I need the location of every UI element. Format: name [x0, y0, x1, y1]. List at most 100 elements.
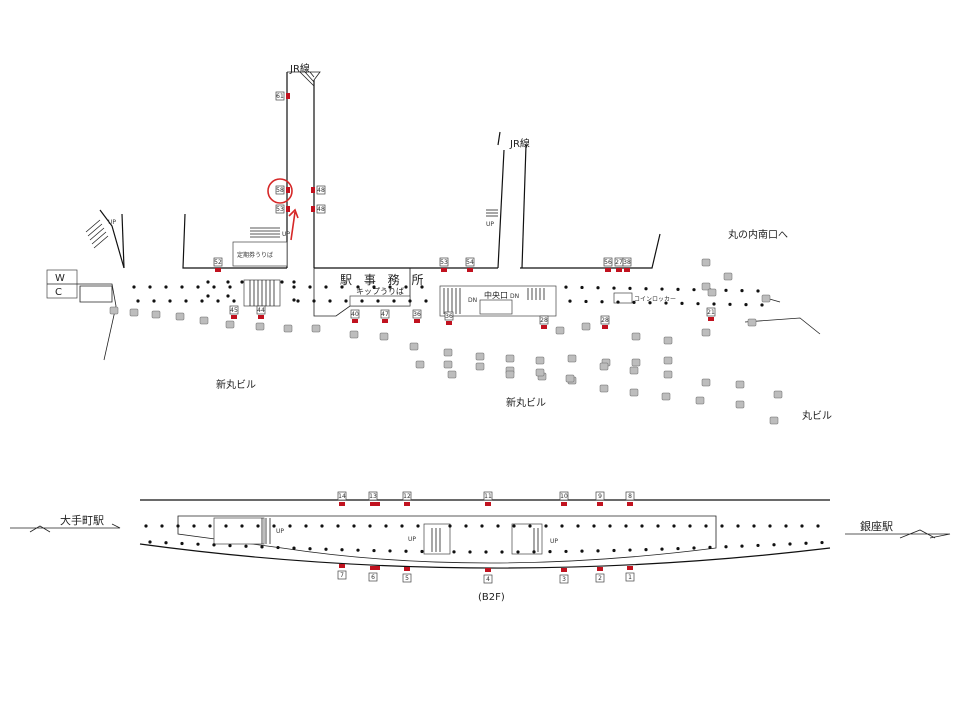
- exit-number: 52: [214, 259, 222, 266]
- jr-line-label-2: JR線: [509, 137, 530, 150]
- pillar: [376, 299, 380, 303]
- exit-block: [339, 502, 345, 506]
- pillar: [336, 524, 340, 528]
- pillar: [608, 524, 612, 528]
- pillar: [712, 302, 716, 306]
- pillar: [592, 524, 596, 528]
- exit-number-box: [595, 491, 605, 501]
- pillar: [804, 541, 808, 545]
- pillar: [168, 299, 172, 303]
- exit-number: 27: [615, 259, 623, 266]
- ticket-counter-label-1: 定期券うりば: [237, 251, 273, 259]
- pillar: [404, 285, 408, 289]
- exit-block: [311, 206, 315, 212]
- dn-label-2: DN: [510, 293, 519, 300]
- exit-block: [708, 317, 714, 321]
- pillar: [308, 285, 312, 289]
- pillar: [388, 549, 392, 553]
- pillar: [544, 524, 548, 528]
- pillar: [568, 299, 572, 303]
- pillar: [360, 299, 364, 303]
- pillar: [680, 301, 684, 305]
- pillar: [736, 524, 740, 528]
- exit-marker: 13: [368, 491, 380, 506]
- pillar: [260, 545, 264, 549]
- upper-walls: [46, 71, 821, 361]
- pillar: [292, 285, 296, 289]
- building-entrance: [707, 288, 717, 297]
- pillar: [660, 287, 664, 291]
- exit-block: [485, 502, 491, 506]
- exit-number-box: [368, 572, 378, 582]
- building-entrance: [475, 352, 485, 361]
- pillar: [660, 547, 664, 551]
- exit-block: [597, 567, 603, 571]
- pillar: [308, 547, 312, 551]
- exit-marker: 48: [311, 185, 326, 195]
- building-entrance: [629, 366, 639, 375]
- exit-marker: 45: [229, 305, 239, 319]
- pillar: [820, 540, 824, 545]
- exit-number: 2: [598, 575, 602, 582]
- building-entrance: [255, 322, 265, 331]
- exit-block: [602, 325, 608, 329]
- building-entrance: [701, 328, 711, 337]
- pillar: [616, 300, 620, 304]
- exit-number-box: [625, 491, 635, 501]
- building-entrance: [311, 324, 321, 333]
- pillar: [692, 288, 696, 292]
- exit-block: [597, 502, 603, 506]
- exit-block: [485, 568, 491, 572]
- pillar: [788, 542, 792, 546]
- exit-number-box: [380, 309, 390, 319]
- exit-number: 3: [562, 576, 566, 583]
- exit-number-box: [316, 185, 326, 195]
- exit-number-box: [483, 491, 493, 501]
- pillar: [564, 285, 568, 289]
- pillar: [728, 302, 732, 306]
- pillar: [612, 548, 616, 553]
- exit-block: [624, 268, 630, 272]
- exit-number: 7: [340, 572, 344, 579]
- pillar: [312, 299, 316, 303]
- exit-number-box: [229, 305, 239, 315]
- exit-marker: 38: [622, 257, 632, 272]
- exit-block: [352, 319, 358, 323]
- pillar: [296, 299, 300, 303]
- pillar: [784, 524, 788, 528]
- pillar: [352, 524, 356, 528]
- pillar: [628, 286, 632, 290]
- exit-marker: 14: [337, 491, 347, 506]
- building-entrance: [723, 272, 733, 281]
- pillar: [144, 524, 148, 528]
- pillar: [740, 544, 744, 548]
- exit-block: [258, 315, 264, 319]
- pillar: [356, 285, 360, 289]
- exit-marker: 5: [402, 567, 412, 583]
- exit-block: [467, 268, 473, 272]
- building-entrance: [535, 356, 545, 365]
- pillar: [384, 524, 388, 528]
- exit-marker: 58: [275, 185, 290, 195]
- b2f-platform: [10, 499, 951, 569]
- exit-marker: 28: [600, 315, 610, 329]
- ginza-label: 銀座駅: [860, 519, 893, 533]
- exit-marker: 48: [311, 204, 326, 214]
- pillar: [148, 540, 152, 544]
- building-entrance: [663, 356, 673, 365]
- exit-number-box: [337, 491, 347, 501]
- exit-marker: 2: [595, 567, 605, 583]
- pillar: [228, 543, 232, 548]
- building-entrance: [443, 348, 453, 357]
- pillar: [612, 286, 616, 290]
- exit-block: [446, 321, 452, 325]
- building-entrance: [663, 336, 673, 345]
- pillar: [468, 550, 472, 554]
- exit-block: [541, 325, 547, 329]
- building-entrance: [225, 320, 235, 329]
- exit-number-box: [275, 185, 285, 195]
- exit-number: 28: [601, 317, 609, 324]
- exit-number-box: [402, 573, 412, 583]
- building-entrance: [415, 360, 425, 369]
